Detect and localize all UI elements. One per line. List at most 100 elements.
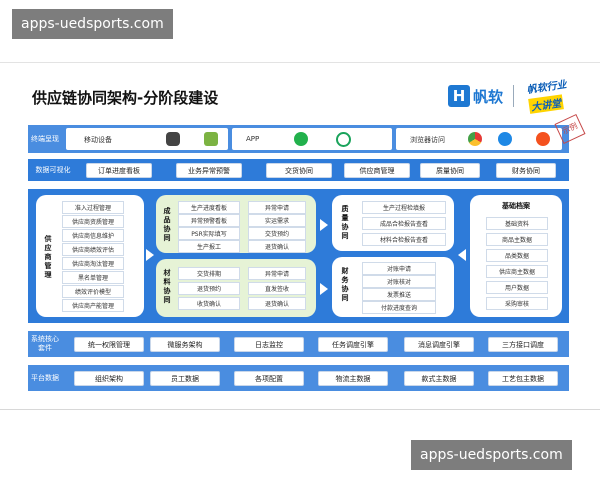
fanruan-logo: H 帆软: [448, 85, 524, 107]
supplier-box: 供应商管理 准入过程管理 供应商资质管理 供应商信息维护 供应商绩效评估 供应商…: [36, 195, 144, 317]
platform-item[interactable]: 物流主数据: [318, 371, 388, 386]
archive-item[interactable]: 采购审核: [486, 297, 548, 310]
core-suite-row: 系统核心套件 统一权限管理 微服务架构 日志监控 任务调度引擎 消息调度引擎 三…: [28, 331, 569, 357]
archive-item[interactable]: 品类数据: [486, 249, 548, 262]
finished-item[interactable]: 退货确认: [248, 240, 306, 253]
finance-item[interactable]: 发票推送: [362, 288, 436, 301]
dataviz-item-supplier[interactable]: 供应商管理: [344, 163, 410, 178]
quality-box: 质量协同 生产过程检填报 成品合检报告查看 材料合检报告查看: [332, 195, 454, 251]
app-label: APP: [246, 135, 260, 143]
app-panel: APP: [232, 128, 392, 150]
supplier-item[interactable]: 准入过程管理: [62, 201, 124, 214]
finished-item[interactable]: 交货预约: [248, 227, 306, 240]
finance-label: 财务协同: [341, 267, 349, 302]
quality-item[interactable]: 成品合检报告查看: [362, 217, 446, 230]
material-box: 材料协同 交货排期 异常申请 退货预约 直发签收 收货确认 退货确认: [156, 259, 316, 317]
slide-title: 供应链协同架构-分阶段建设: [32, 89, 219, 107]
dataviz-item-order[interactable]: 订单进度看板: [86, 163, 152, 178]
archive-item[interactable]: 用户数据: [486, 281, 548, 294]
material-item[interactable]: 收货确认: [178, 297, 240, 310]
terminal-label: 终端呈现: [31, 134, 59, 143]
platform-item[interactable]: 员工数据: [150, 371, 220, 386]
finished-item[interactable]: 生产报工: [178, 240, 240, 253]
firefox-icon: [536, 132, 550, 146]
main-block: 供应商管理 准入过程管理 供应商资质管理 供应商信息维护 供应商绩效评估 供应商…: [28, 189, 569, 323]
watermark-top: apps-uedsports.com: [12, 9, 173, 39]
chat-icon: [336, 132, 351, 147]
material-item[interactable]: 交货排期: [178, 267, 240, 280]
platform-item[interactable]: 款式主数据: [404, 371, 474, 386]
supplier-item[interactable]: 供应商绩效评估: [62, 243, 124, 256]
arrow-left-icon: [458, 249, 466, 261]
supplier-item[interactable]: 供应商信息维护: [62, 229, 124, 242]
logo-text: 帆软: [473, 87, 504, 106]
badge-line2: 大讲堂: [528, 94, 564, 114]
material-item[interactable]: 直发签收: [248, 282, 306, 295]
material-item[interactable]: 退货确认: [248, 297, 306, 310]
browser-panel: 浏览器访问: [396, 128, 562, 150]
quality-item[interactable]: 生产过程检填报: [362, 201, 446, 214]
dataviz-row: 数据可视化 订单进度看板 业务异常预警 交货协同 供应商管理 质量协同 财务协同: [28, 159, 569, 181]
supplier-item[interactable]: 绩效评价模型: [62, 285, 124, 298]
core-item[interactable]: 消息调度引擎: [404, 337, 474, 352]
core-suite-label: 系统核心套件: [31, 335, 59, 352]
dataviz-item-quality[interactable]: 质量协同: [420, 163, 480, 178]
quality-item[interactable]: 材料合检报告查看: [362, 233, 446, 246]
supplier-item[interactable]: 供应商产能管理: [62, 299, 124, 312]
core-item[interactable]: 统一权限管理: [74, 337, 144, 352]
material-item[interactable]: 退货预约: [178, 282, 240, 295]
mobile-panel: 移动设备: [66, 128, 228, 150]
dataviz-item-finance[interactable]: 财务协同: [496, 163, 556, 178]
logo-divider: [513, 85, 515, 107]
dataviz-label: 数据可视化: [35, 165, 71, 174]
architecture-slide: 供应链协同架构-分阶段建设 H 帆软 帆软行业 大讲堂 终端呈现 移动设备 AP…: [0, 62, 600, 410]
finance-box: 财务协同 对账申请 对账核对 发票推送 付款进度查询: [332, 257, 454, 317]
archive-item[interactable]: 基础资料: [486, 217, 548, 230]
mini-app-icon: [294, 132, 308, 146]
finished-item[interactable]: 生产进度看板: [178, 201, 240, 214]
platform-data-row: 平台数据 组织架构 员工数据 各项配置 物流主数据 款式主数据 工艺包主数据: [28, 365, 569, 391]
lecture-badge: 帆软行业 大讲堂: [526, 73, 589, 119]
archive-title: 基础档案: [502, 202, 530, 210]
finished-item[interactable]: 异常申请: [248, 201, 306, 214]
chrome-icon: [468, 132, 482, 146]
platform-item[interactable]: 工艺包主数据: [488, 371, 558, 386]
badge-line1: 帆软行业: [526, 79, 568, 97]
supplier-item[interactable]: 供应商资质管理: [62, 215, 124, 228]
supplier-item[interactable]: 黑名单管理: [62, 271, 124, 284]
archive-box: 基础档案 基础资料 商品主数据 品类数据 供应商主数据 用户数据 采购审核: [470, 195, 562, 317]
archive-item[interactable]: 商品主数据: [486, 233, 548, 246]
supplier-label: 供应商管理: [44, 235, 52, 279]
watermark-bottom: apps-uedsports.com: [411, 440, 572, 470]
finished-item[interactable]: PSR实际填写: [178, 227, 240, 240]
finance-item[interactable]: 对账申请: [362, 262, 436, 275]
core-item[interactable]: 三方接口调度: [488, 337, 558, 352]
dataviz-item-alert[interactable]: 业务异常预警: [176, 163, 242, 178]
core-item[interactable]: 任务调度引擎: [318, 337, 388, 352]
apple-icon: [166, 132, 180, 146]
edge-icon: [498, 132, 512, 146]
platform-item[interactable]: 组织架构: [74, 371, 144, 386]
mobile-label: 移动设备: [84, 136, 112, 144]
dataviz-item-delivery[interactable]: 交货协同: [266, 163, 332, 178]
core-item[interactable]: 日志监控: [234, 337, 304, 352]
material-item[interactable]: 异常申请: [248, 267, 306, 280]
arrow-right-icon: [146, 249, 154, 261]
finance-item[interactable]: 对账核对: [362, 275, 436, 288]
finished-item[interactable]: 实运需求: [248, 214, 306, 227]
platform-label: 平台数据: [31, 373, 59, 382]
browser-label: 浏览器访问: [410, 136, 445, 144]
arrow-right-icon: [320, 219, 328, 231]
finished-box: 成品协同 生产进度看板 异常申请 异常预警看板 实运需求 PSR实际填写 交货预…: [156, 195, 316, 253]
finished-label: 成品协同: [163, 207, 171, 242]
supplier-item[interactable]: 供应商淘汰管理: [62, 257, 124, 270]
core-item[interactable]: 微服务架构: [150, 337, 220, 352]
platform-item[interactable]: 各项配置: [234, 371, 304, 386]
archive-item[interactable]: 供应商主数据: [486, 265, 548, 278]
logo-mark-icon: H: [448, 85, 470, 107]
terminal-row: 终端呈现 移动设备 APP 浏览器访问: [28, 125, 569, 153]
finished-item[interactable]: 异常预警看板: [178, 214, 240, 227]
finance-item[interactable]: 付款进度查询: [362, 301, 436, 314]
arrow-right-icon: [320, 283, 328, 295]
material-label: 材料协同: [163, 269, 171, 304]
